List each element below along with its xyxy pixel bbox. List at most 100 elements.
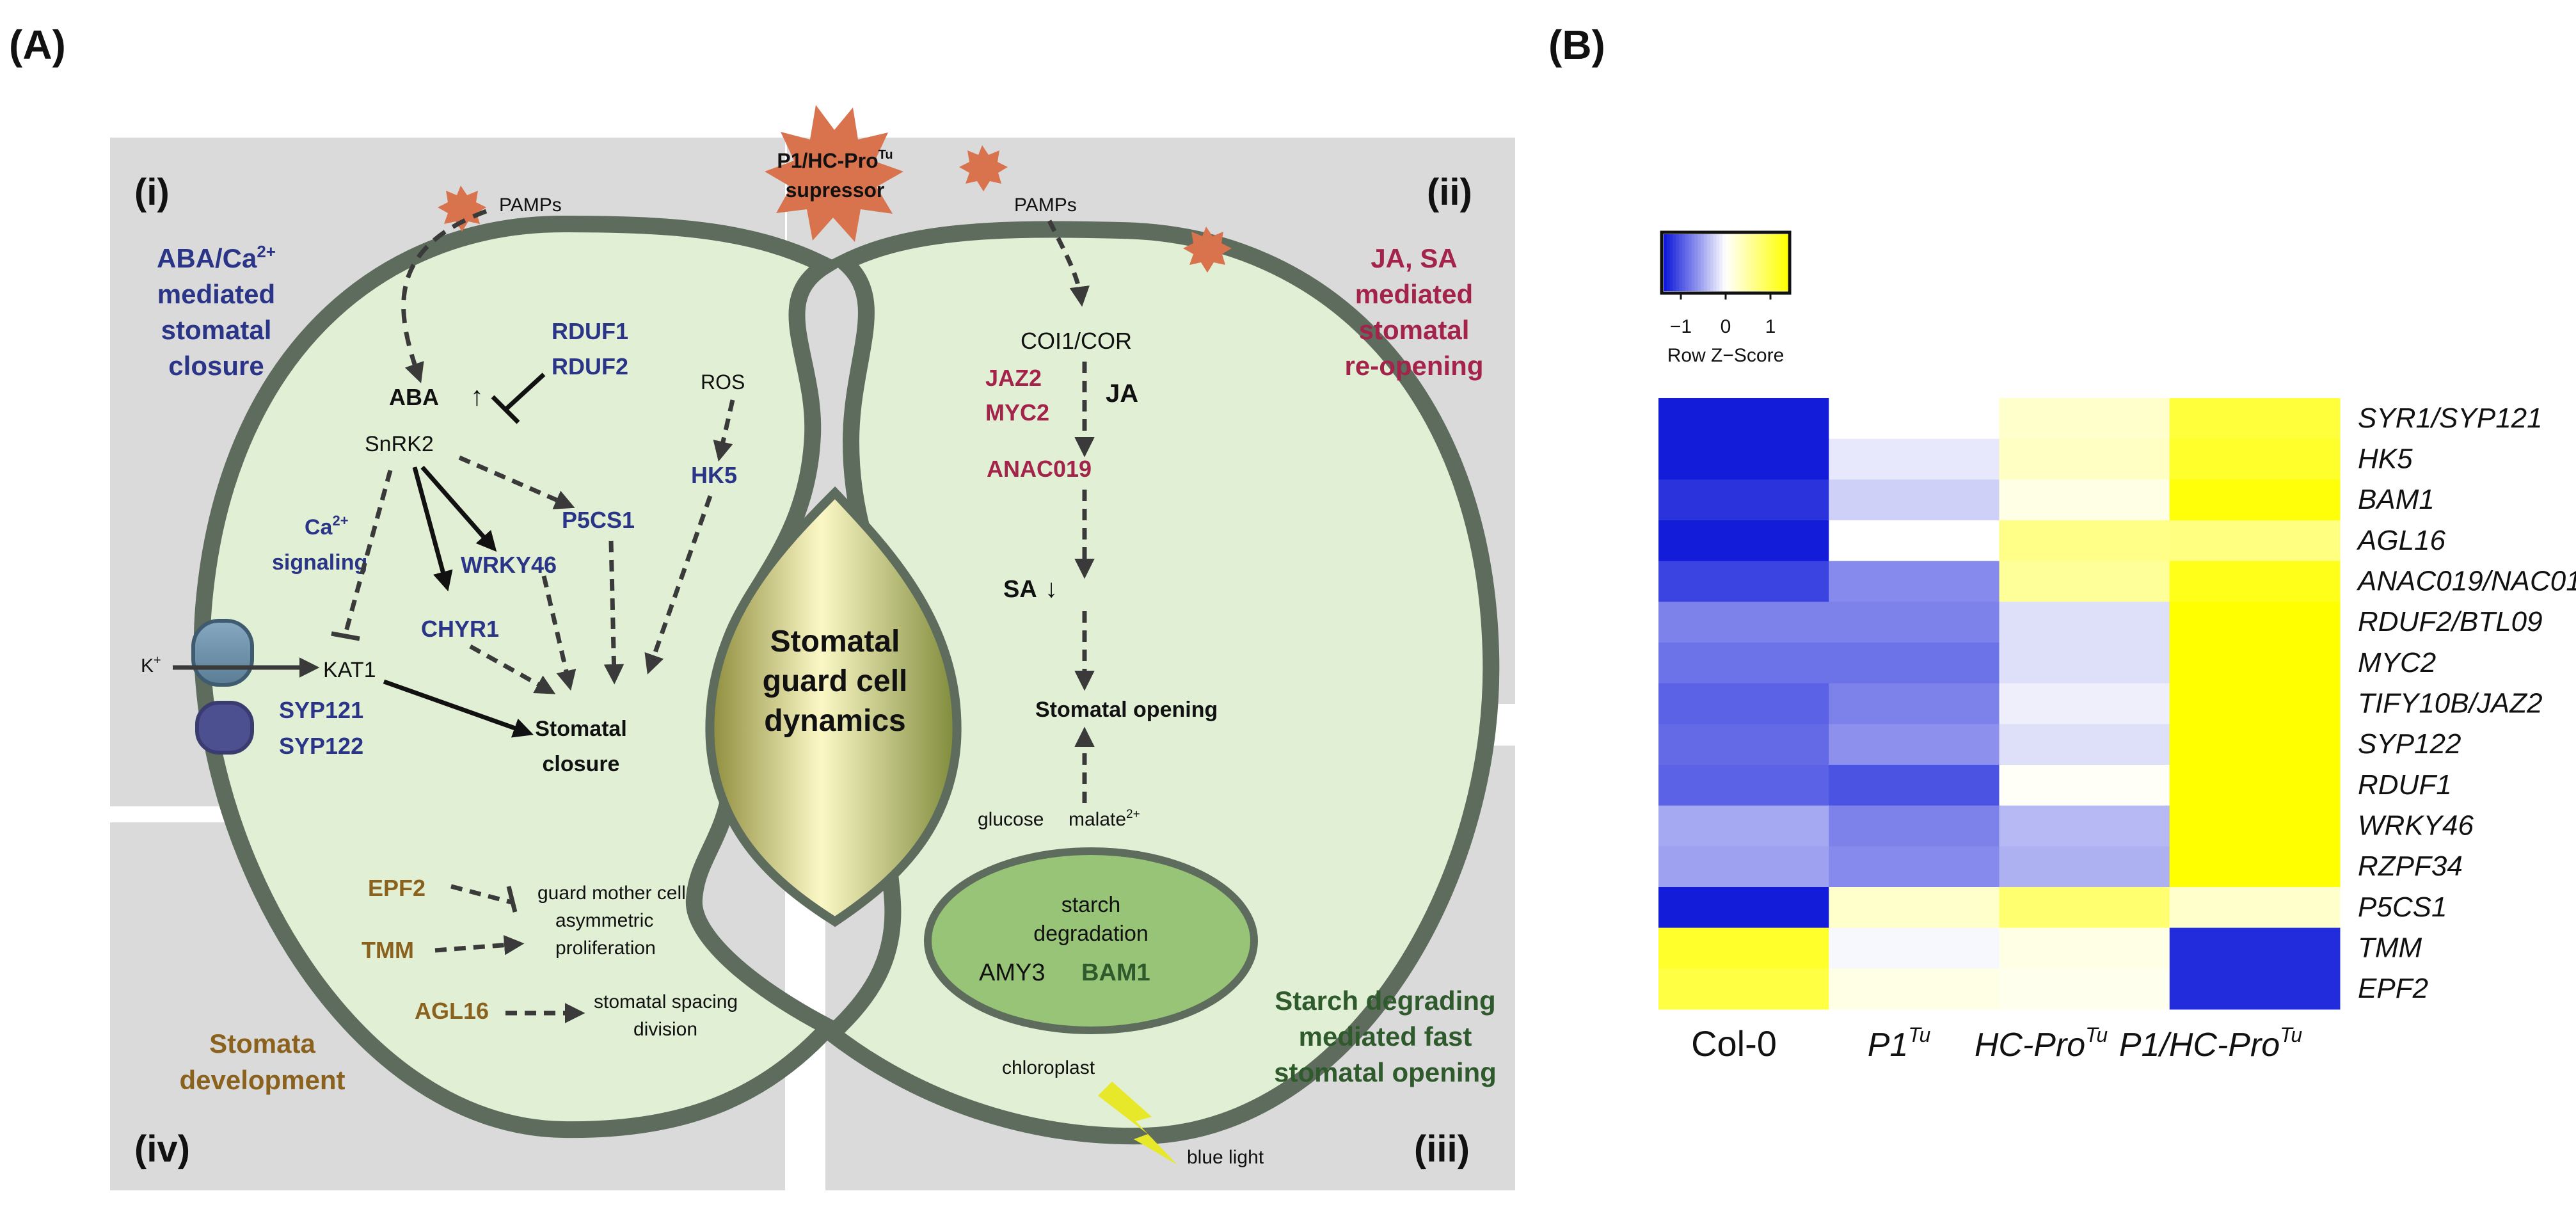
heatmap-cell	[1658, 602, 1829, 643]
malate-label: malate	[1069, 809, 1126, 830]
colorbar-step	[1669, 234, 1674, 291]
heatmap-cell	[1658, 887, 1829, 929]
col-label-p1-sup: Tu	[1908, 1023, 1930, 1046]
heatmap-cell	[1658, 683, 1829, 724]
heatmap-cell	[1829, 927, 2000, 969]
hk5-label: HK5	[691, 462, 737, 488]
blue-light-label: blue light	[1187, 1147, 1264, 1168]
heatmap-cell	[1999, 643, 2170, 684]
aba-up-arrow: ↑	[470, 381, 484, 411]
title-iii-line3: stomatal opening	[1274, 1057, 1497, 1087]
colorbar-step	[1756, 234, 1760, 291]
heatmap-row-label: RDUF1	[2358, 769, 2452, 801]
heatmap-cell	[1658, 438, 1829, 480]
svg-text:ABA/Ca2+: ABA/Ca2+	[157, 242, 276, 273]
heatmap-cell	[1658, 927, 1829, 969]
numeral-iv: (iv)	[134, 1128, 190, 1170]
colorbar-step	[1728, 234, 1733, 291]
panel-b-label: (B)	[1548, 22, 1605, 68]
heatmap-row-label: ANAC019/NAC019	[2356, 566, 2576, 597]
syp121-label: SYP121	[279, 697, 363, 723]
pamp-star-right-1	[959, 145, 1008, 191]
heatmap-cell	[1829, 724, 2000, 765]
svg-text:P1Tu: P1Tu	[1868, 1023, 1931, 1064]
heatmap-cell	[1658, 520, 1829, 562]
heatmap-cell	[2169, 887, 2341, 929]
heatmap	[1658, 398, 2341, 1010]
heatmap-row-label: P5CS1	[2358, 891, 2447, 923]
spacing-line1: stomatal spacing	[594, 991, 738, 1012]
colorbar-step	[1701, 234, 1705, 291]
p5cs1-label: P5CS1	[562, 507, 635, 533]
svg-text:malate2+: malate2+	[1069, 808, 1140, 830]
heatmap-cell	[1999, 765, 2170, 806]
agl16-label: AGL16	[415, 998, 489, 1024]
heatmap-cell	[2169, 724, 2341, 765]
numeral-iii: (iii)	[1414, 1128, 1470, 1170]
colorbar-step	[1778, 234, 1782, 291]
col-label-p1hcpro: P1/HC-Pro	[2119, 1027, 2280, 1064]
heatmap-cell	[2169, 968, 2341, 1010]
colorbar-tick-high: 1	[1765, 316, 1776, 337]
heatmap-cell	[1658, 561, 1829, 602]
panel-a-label: (A)	[9, 22, 66, 68]
colorbar-step	[1775, 234, 1779, 291]
heatmap-cell	[1999, 479, 2170, 521]
colorbar-step	[1679, 234, 1683, 291]
svg-text:K+: K+	[141, 653, 161, 676]
colorbar-step	[1785, 234, 1788, 291]
heatmap-cell	[1829, 398, 2000, 440]
heatmap-cell	[1658, 398, 1829, 440]
heatmap-cell	[2169, 927, 2341, 969]
colorbar-step	[1753, 234, 1758, 291]
pamps-right: PAMPs	[1014, 195, 1077, 216]
heatmap-cell	[2169, 520, 2341, 562]
heatmap-row-label: MYC2	[2358, 647, 2436, 678]
suppressor-line2: supressor	[786, 179, 885, 202]
heatmap-cell	[2169, 561, 2341, 602]
heatmap-row-label: RZPF34	[2358, 851, 2463, 882]
jaz2-label: JAZ2	[985, 365, 1042, 391]
colorbar-step	[1772, 234, 1776, 291]
colorbar-step	[1676, 234, 1680, 291]
heatmap-row-label: TMM	[2358, 932, 2422, 964]
heatmap-cell	[2169, 643, 2341, 684]
heatmap-row-label: AGL16	[2356, 525, 2446, 556]
colorbar-step	[1726, 234, 1729, 291]
colorbar-tick-mid: 0	[1721, 316, 1731, 337]
colorbar-title: Row Z−Score	[1667, 345, 1785, 366]
heatmap-cell	[1999, 398, 2170, 440]
heatmap-cell	[1829, 887, 2000, 929]
heatmap-cell	[2169, 602, 2341, 643]
colorbar-step	[1682, 234, 1686, 291]
chyr1-label: CHYR1	[421, 616, 499, 642]
heatmap-row-label: HK5	[2358, 444, 2413, 475]
colorbar-step	[1716, 234, 1720, 291]
colorbar-step	[1694, 234, 1698, 291]
heatmap-row-labels: SYR1/SYP121HK5BAM1AGL16ANAC019/NAC019RDU…	[2356, 403, 2576, 1004]
center-line1: Stomatal	[770, 625, 900, 659]
closure-line2: closure	[543, 752, 620, 776]
heatmap-row-label: SYR1/SYP121	[2358, 403, 2543, 434]
col-label-col0: Col-0	[1691, 1023, 1777, 1064]
snrk2-label: SnRK2	[365, 432, 434, 456]
title-ii-line4: re-opening	[1345, 351, 1484, 381]
suppressor-star	[765, 105, 903, 242]
k-ion-label: K	[141, 655, 154, 676]
heatmap-cell	[1658, 765, 1829, 806]
colorbar-step	[1710, 234, 1714, 291]
heatmap-cell	[1829, 968, 2000, 1010]
ion-channel-bottom	[195, 701, 254, 755]
svg-text:HC-ProTu: HC-ProTu	[1975, 1023, 2108, 1064]
colorbar-step	[1722, 234, 1726, 291]
colorbar-step	[1769, 234, 1773, 291]
chloroplast-label: chloroplast	[1002, 1057, 1095, 1078]
center-line3: dynamics	[764, 704, 905, 738]
heatmap-cell	[1999, 602, 2170, 643]
malate-sup: 2+	[1126, 808, 1140, 821]
colorbar-step	[1673, 234, 1676, 291]
title-iv-line2: development	[179, 1065, 345, 1095]
suppressor-line1: P1/HC-Pro	[777, 149, 878, 172]
pamp-star-left	[438, 186, 486, 232]
